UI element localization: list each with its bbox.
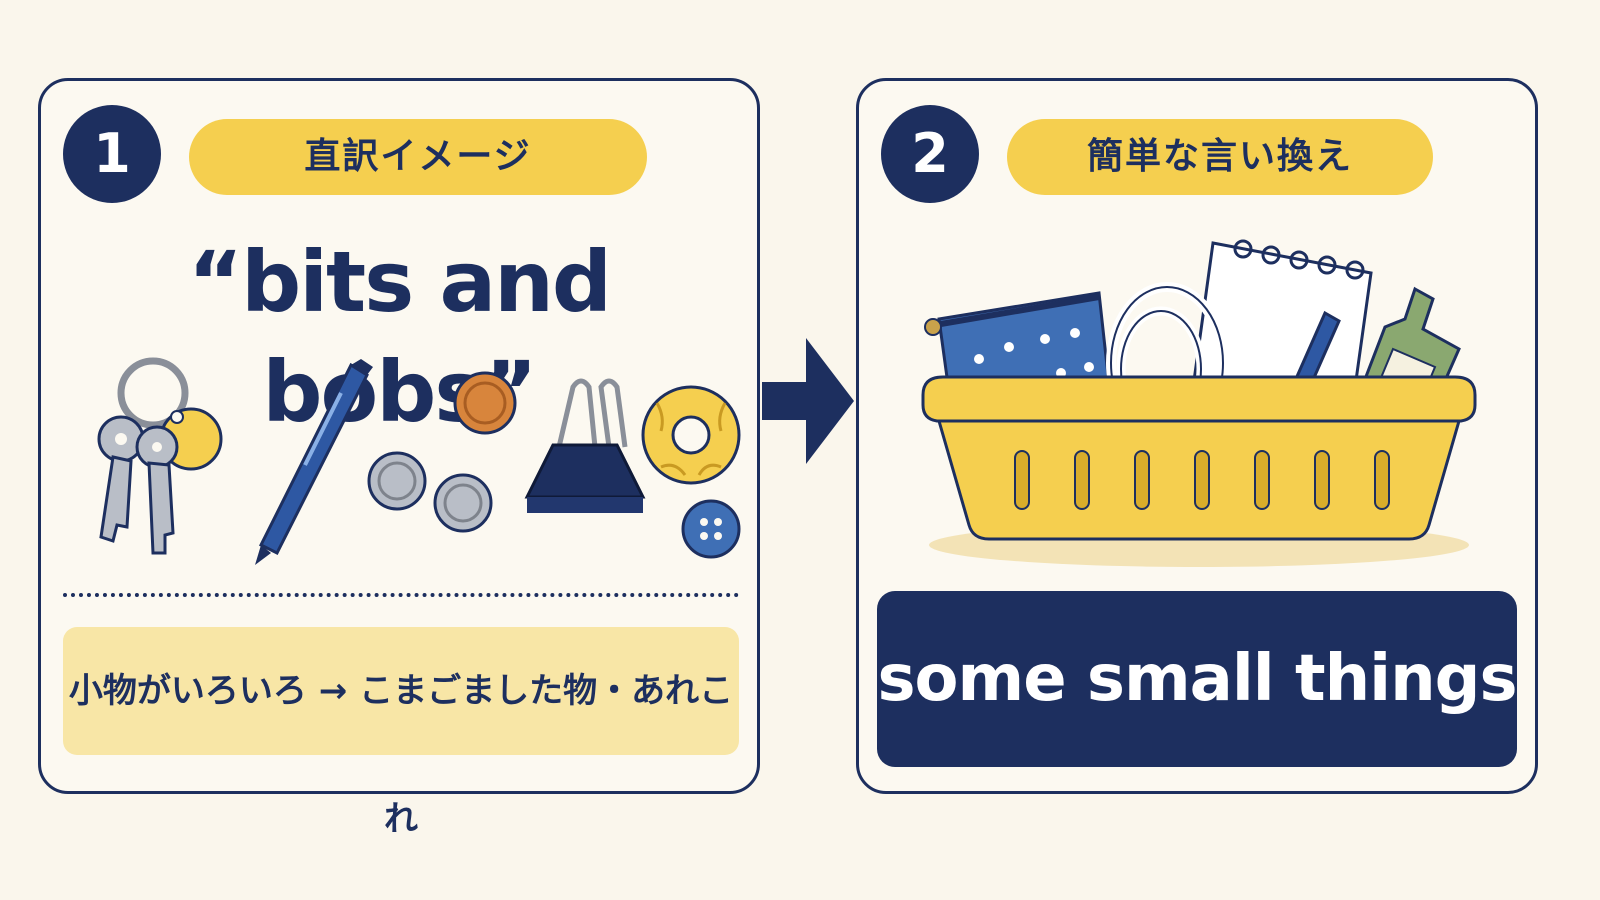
meaning-note: 小物がいろいろ → こまごました物・あれこれ: [63, 627, 739, 839]
step-number-2: 2: [881, 105, 979, 203]
coins-icon: [367, 371, 517, 533]
binder-clip-icon: [524, 378, 646, 513]
pen-icon: [255, 359, 373, 565]
dotted-divider: [63, 593, 739, 597]
step-number-1: 1: [63, 105, 161, 203]
simple-paraphrase-panel: 2 簡単な言い換え: [856, 78, 1538, 794]
simple-paraphrase-label: 簡単な言い換え: [1007, 119, 1433, 195]
button-icon: [681, 499, 741, 559]
arrow-right-icon: [762, 338, 854, 464]
scrunchie-icon: [641, 385, 741, 485]
basket-icon: [921, 375, 1477, 541]
literal-image-label: 直訳イメージ: [189, 119, 647, 195]
keys-icon: [97, 357, 223, 555]
paraphrase-answer: some small things: [877, 591, 1518, 767]
basket-of-items-icon: [921, 239, 1477, 567]
literal-image-panel: 1 直訳イメージ “bits and bobs”: [38, 78, 760, 839]
small-items-illustration: [97, 357, 741, 565]
